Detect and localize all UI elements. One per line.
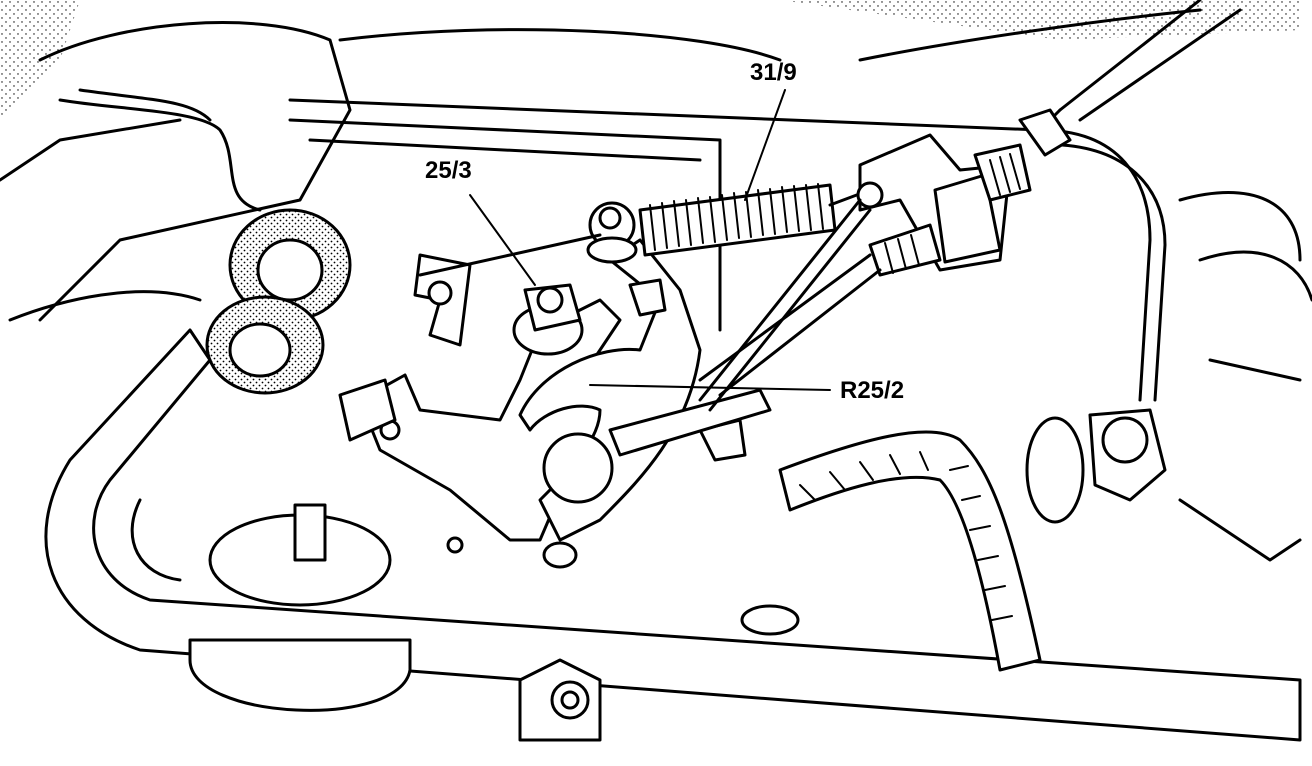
nut-lower — [518, 604, 800, 742]
pulley-lower-left — [188, 503, 412, 712]
label-spring: 31/9 — [750, 59, 797, 86]
label-nut: 25/3 — [425, 157, 472, 184]
label-lever: R25/2 — [840, 377, 904, 404]
hose-right — [778, 430, 1042, 672]
leader-lines — [469, 89, 831, 391]
pivot-nut — [512, 283, 584, 356]
fitting-right — [1018, 108, 1167, 524]
grommet-left — [205, 208, 352, 395]
cable-bracket — [698, 133, 1032, 412]
spring-anchor-nut — [586, 201, 638, 264]
cross-tube — [44, 328, 1302, 742]
throttle-lever — [518, 238, 772, 569]
